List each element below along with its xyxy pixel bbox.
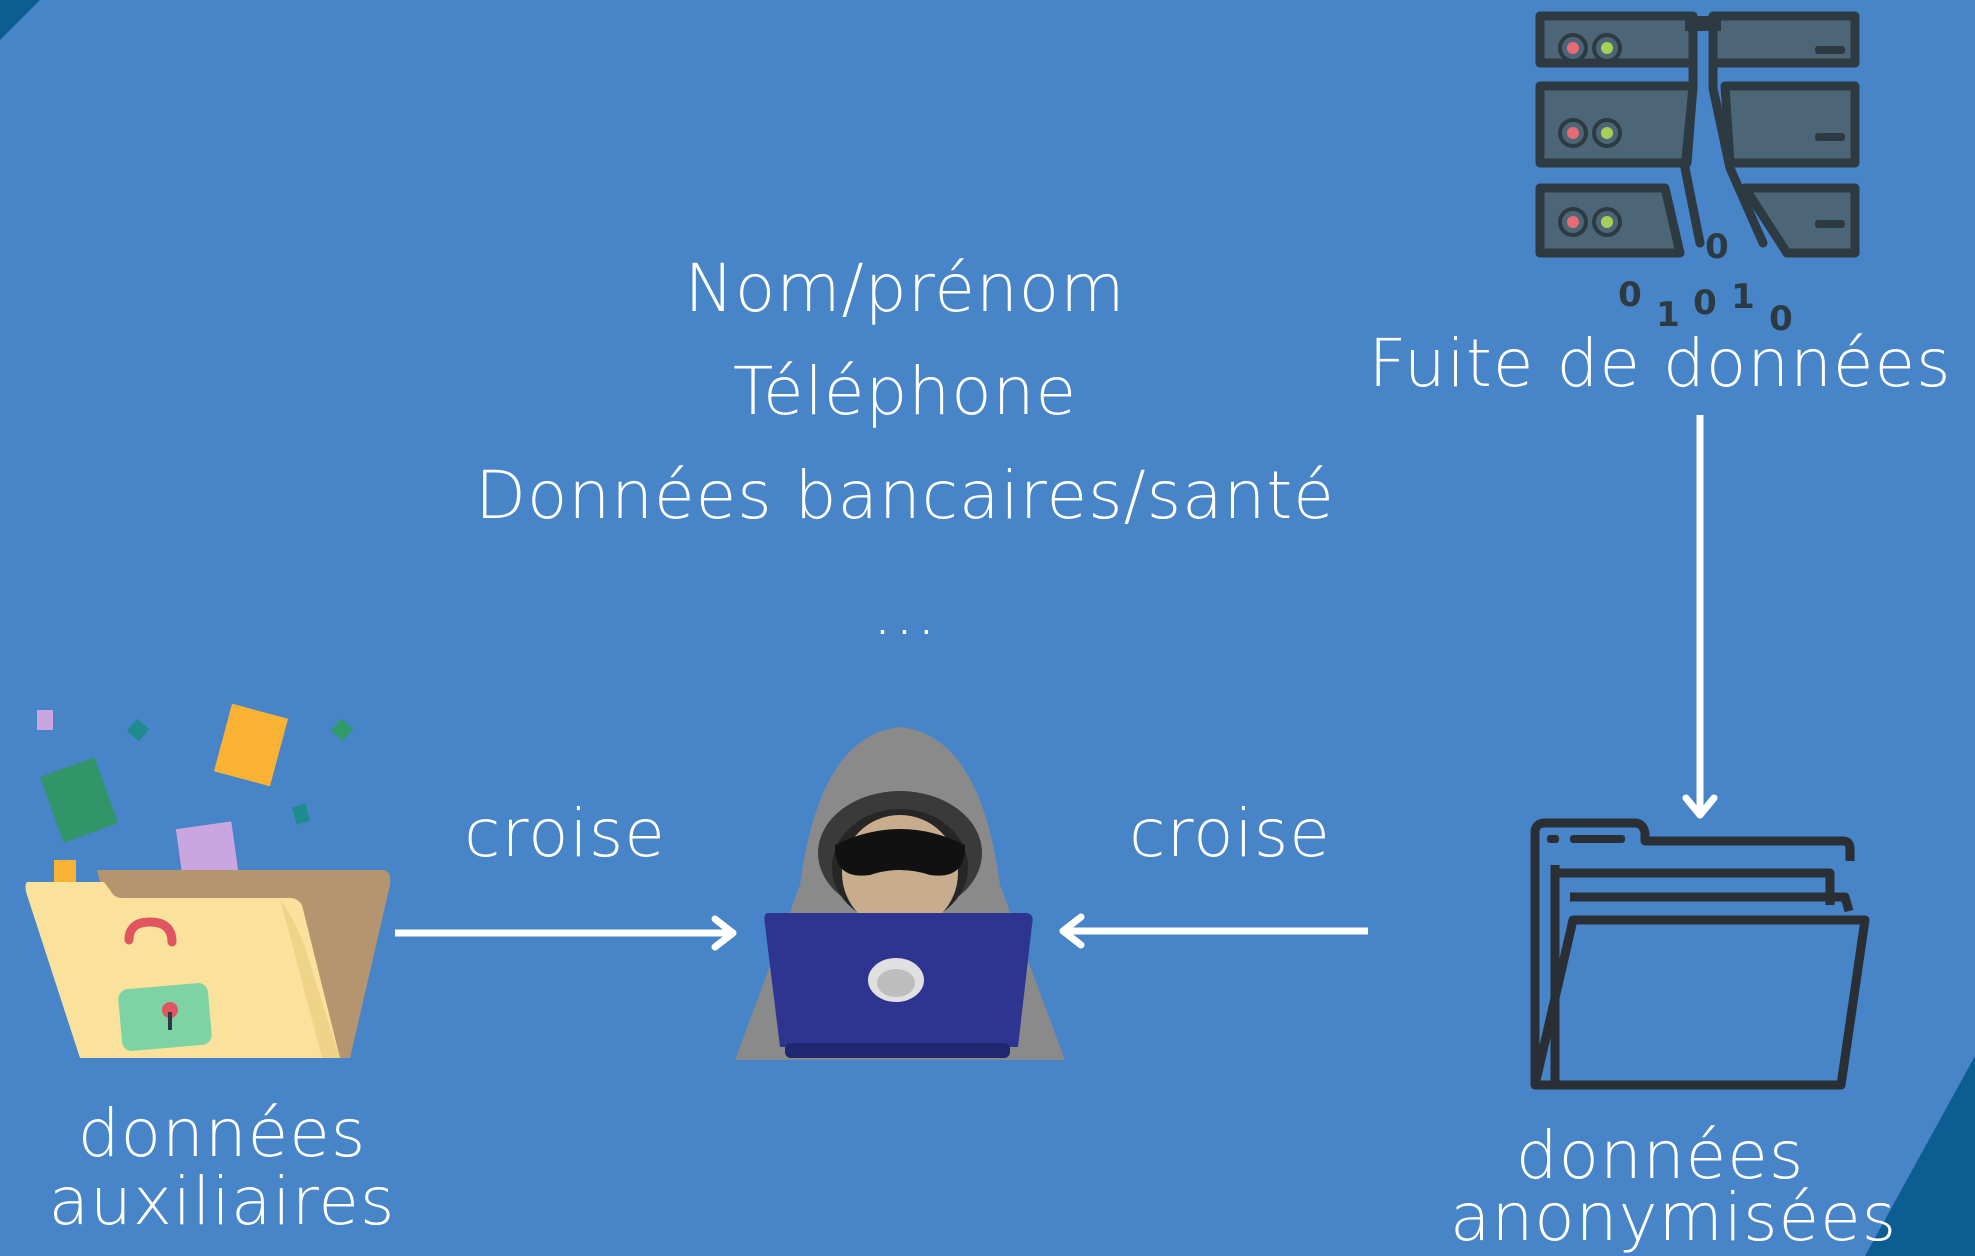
leak-label: Fuite de données: [1368, 325, 1952, 402]
server-leak-icon: 0 0 1 0 1 0: [1535, 11, 1860, 339]
anon-label-line2: anonymisées: [1450, 1179, 1898, 1256]
aux-label-line1: données: [77, 1095, 367, 1172]
attribute-bank-health: Données bancaires/santé: [475, 457, 1335, 534]
aux-label-line2: auxiliaires: [48, 1163, 396, 1240]
binary-digit: 0: [1769, 299, 1793, 339]
unlocked-folder-icon: [25, 703, 391, 1058]
binary-digit: 0: [1618, 275, 1642, 315]
corner-accent-bottom-right: [1865, 1056, 1975, 1256]
folder-icon: [1530, 818, 1870, 1090]
anon-to-hacker-arrow: [1059, 913, 1368, 949]
corner-accent-top-left: [0, 0, 40, 40]
attribute-phone: Téléphone: [732, 353, 1078, 430]
attribute-name: Nom/prénom: [684, 250, 1126, 327]
attribute-ellipsis: …: [871, 573, 939, 650]
leak-to-anon-arrow: [1682, 415, 1718, 819]
cross-label-right: croise: [1129, 795, 1331, 872]
binary-digit: 0: [1693, 283, 1717, 323]
anon-label-line1: données: [1515, 1117, 1805, 1194]
binary-digit: 1: [1656, 295, 1680, 335]
binary-digit: 1: [1731, 277, 1755, 317]
hacker-icon: [735, 727, 1065, 1060]
cross-label-left: croise: [464, 795, 666, 872]
binary-digit: 0: [1705, 227, 1729, 267]
aux-to-hacker-arrow: [395, 915, 737, 951]
